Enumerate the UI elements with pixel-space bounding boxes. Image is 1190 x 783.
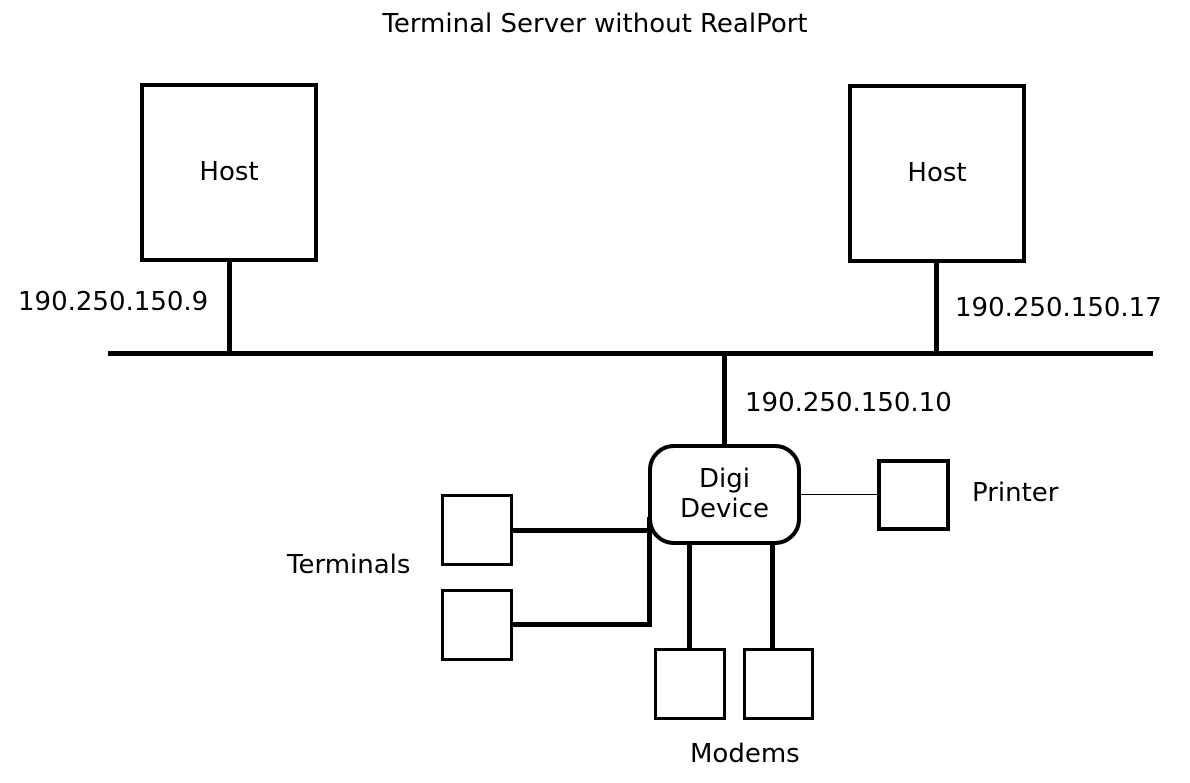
modem-box-2 (743, 648, 814, 720)
terminals-label: Terminals (287, 550, 411, 580)
printer-cable-line (801, 494, 878, 495)
terminal-cable-vertical-line (647, 517, 652, 627)
ip-label-digi: 190.250.150.10 (745, 388, 952, 418)
terminal-box-2 (441, 589, 513, 661)
modem-cable-line-1 (687, 545, 692, 650)
modem-cable-line-2 (770, 545, 775, 650)
modem-box-1 (654, 648, 726, 720)
diagram-title: Terminal Server without RealPort (382, 9, 808, 39)
printer-label: Printer (972, 478, 1059, 508)
printer-box (877, 459, 950, 531)
terminal2-cable-line (513, 622, 652, 627)
digi-device-label-line2: Device (680, 493, 769, 524)
digi-device-box: Digi Device (648, 444, 801, 545)
digi-device-label-line1: Digi (699, 463, 750, 494)
ip-label-host-left: 190.250.150.9 (18, 287, 209, 317)
ip-label-host-right: 190.250.150.17 (955, 293, 1162, 323)
host-right-label: Host (907, 158, 967, 189)
host-left-box: Host (140, 83, 318, 262)
ethernet-bus-line (108, 351, 1153, 356)
host-left-drop-line (227, 262, 232, 354)
terminal-box-1 (441, 494, 513, 566)
modems-label: Modems (690, 739, 800, 769)
host-right-drop-line (934, 262, 939, 354)
terminal1-cable-line (513, 528, 652, 533)
host-left-label: Host (199, 157, 259, 188)
host-right-box: Host (848, 84, 1026, 263)
digi-drop-line (722, 354, 727, 446)
